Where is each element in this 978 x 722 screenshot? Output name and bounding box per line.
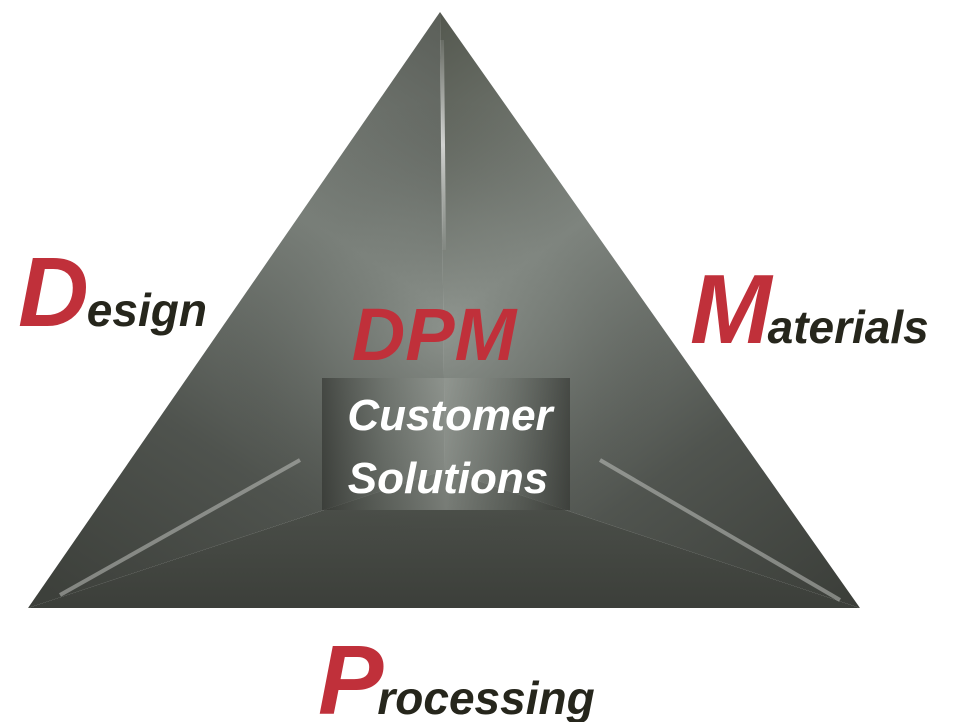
pyramid-glow: [28, 12, 860, 608]
center-band: [322, 378, 570, 510]
processing-label: Processing: [318, 625, 595, 722]
center-title: DPM: [352, 293, 518, 376]
ridge-top: [440, 39, 446, 251]
ridge-left: [59, 458, 301, 597]
materials-label: Materials: [690, 254, 929, 364]
design-initial: D: [18, 237, 89, 347]
ridge-right: [598, 458, 842, 602]
materials-rest: aterials: [768, 301, 929, 353]
design-rest: esign: [87, 284, 207, 336]
center-line-1: Customer: [347, 391, 555, 440]
design-label: Design: [18, 237, 207, 347]
processing-rest: rocessing: [377, 672, 594, 722]
materials-initial: M: [690, 254, 774, 364]
center-line-2: Solutions: [348, 454, 548, 503]
processing-initial: P: [318, 625, 384, 722]
